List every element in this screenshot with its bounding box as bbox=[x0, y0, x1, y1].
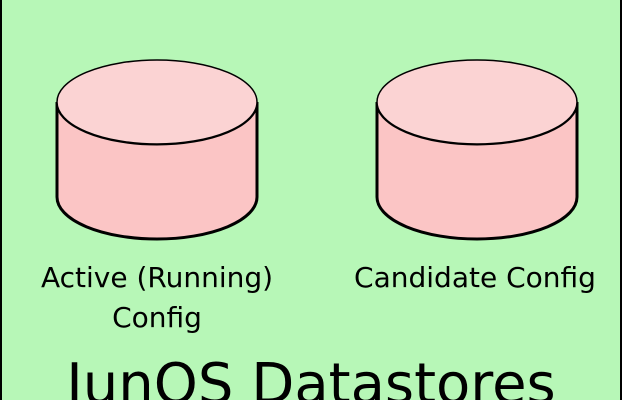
active-config-cylinder-icon bbox=[55, 59, 259, 241]
candidate-config-cylinder-icon bbox=[375, 59, 579, 241]
candidate-config-label: Candidate Config bbox=[354, 261, 596, 294]
diagram-title: JunOS Datastores bbox=[66, 352, 556, 400]
active-config-label-line1: Active (Running) bbox=[40, 261, 274, 294]
active-config-label-line2: Config bbox=[112, 301, 202, 334]
